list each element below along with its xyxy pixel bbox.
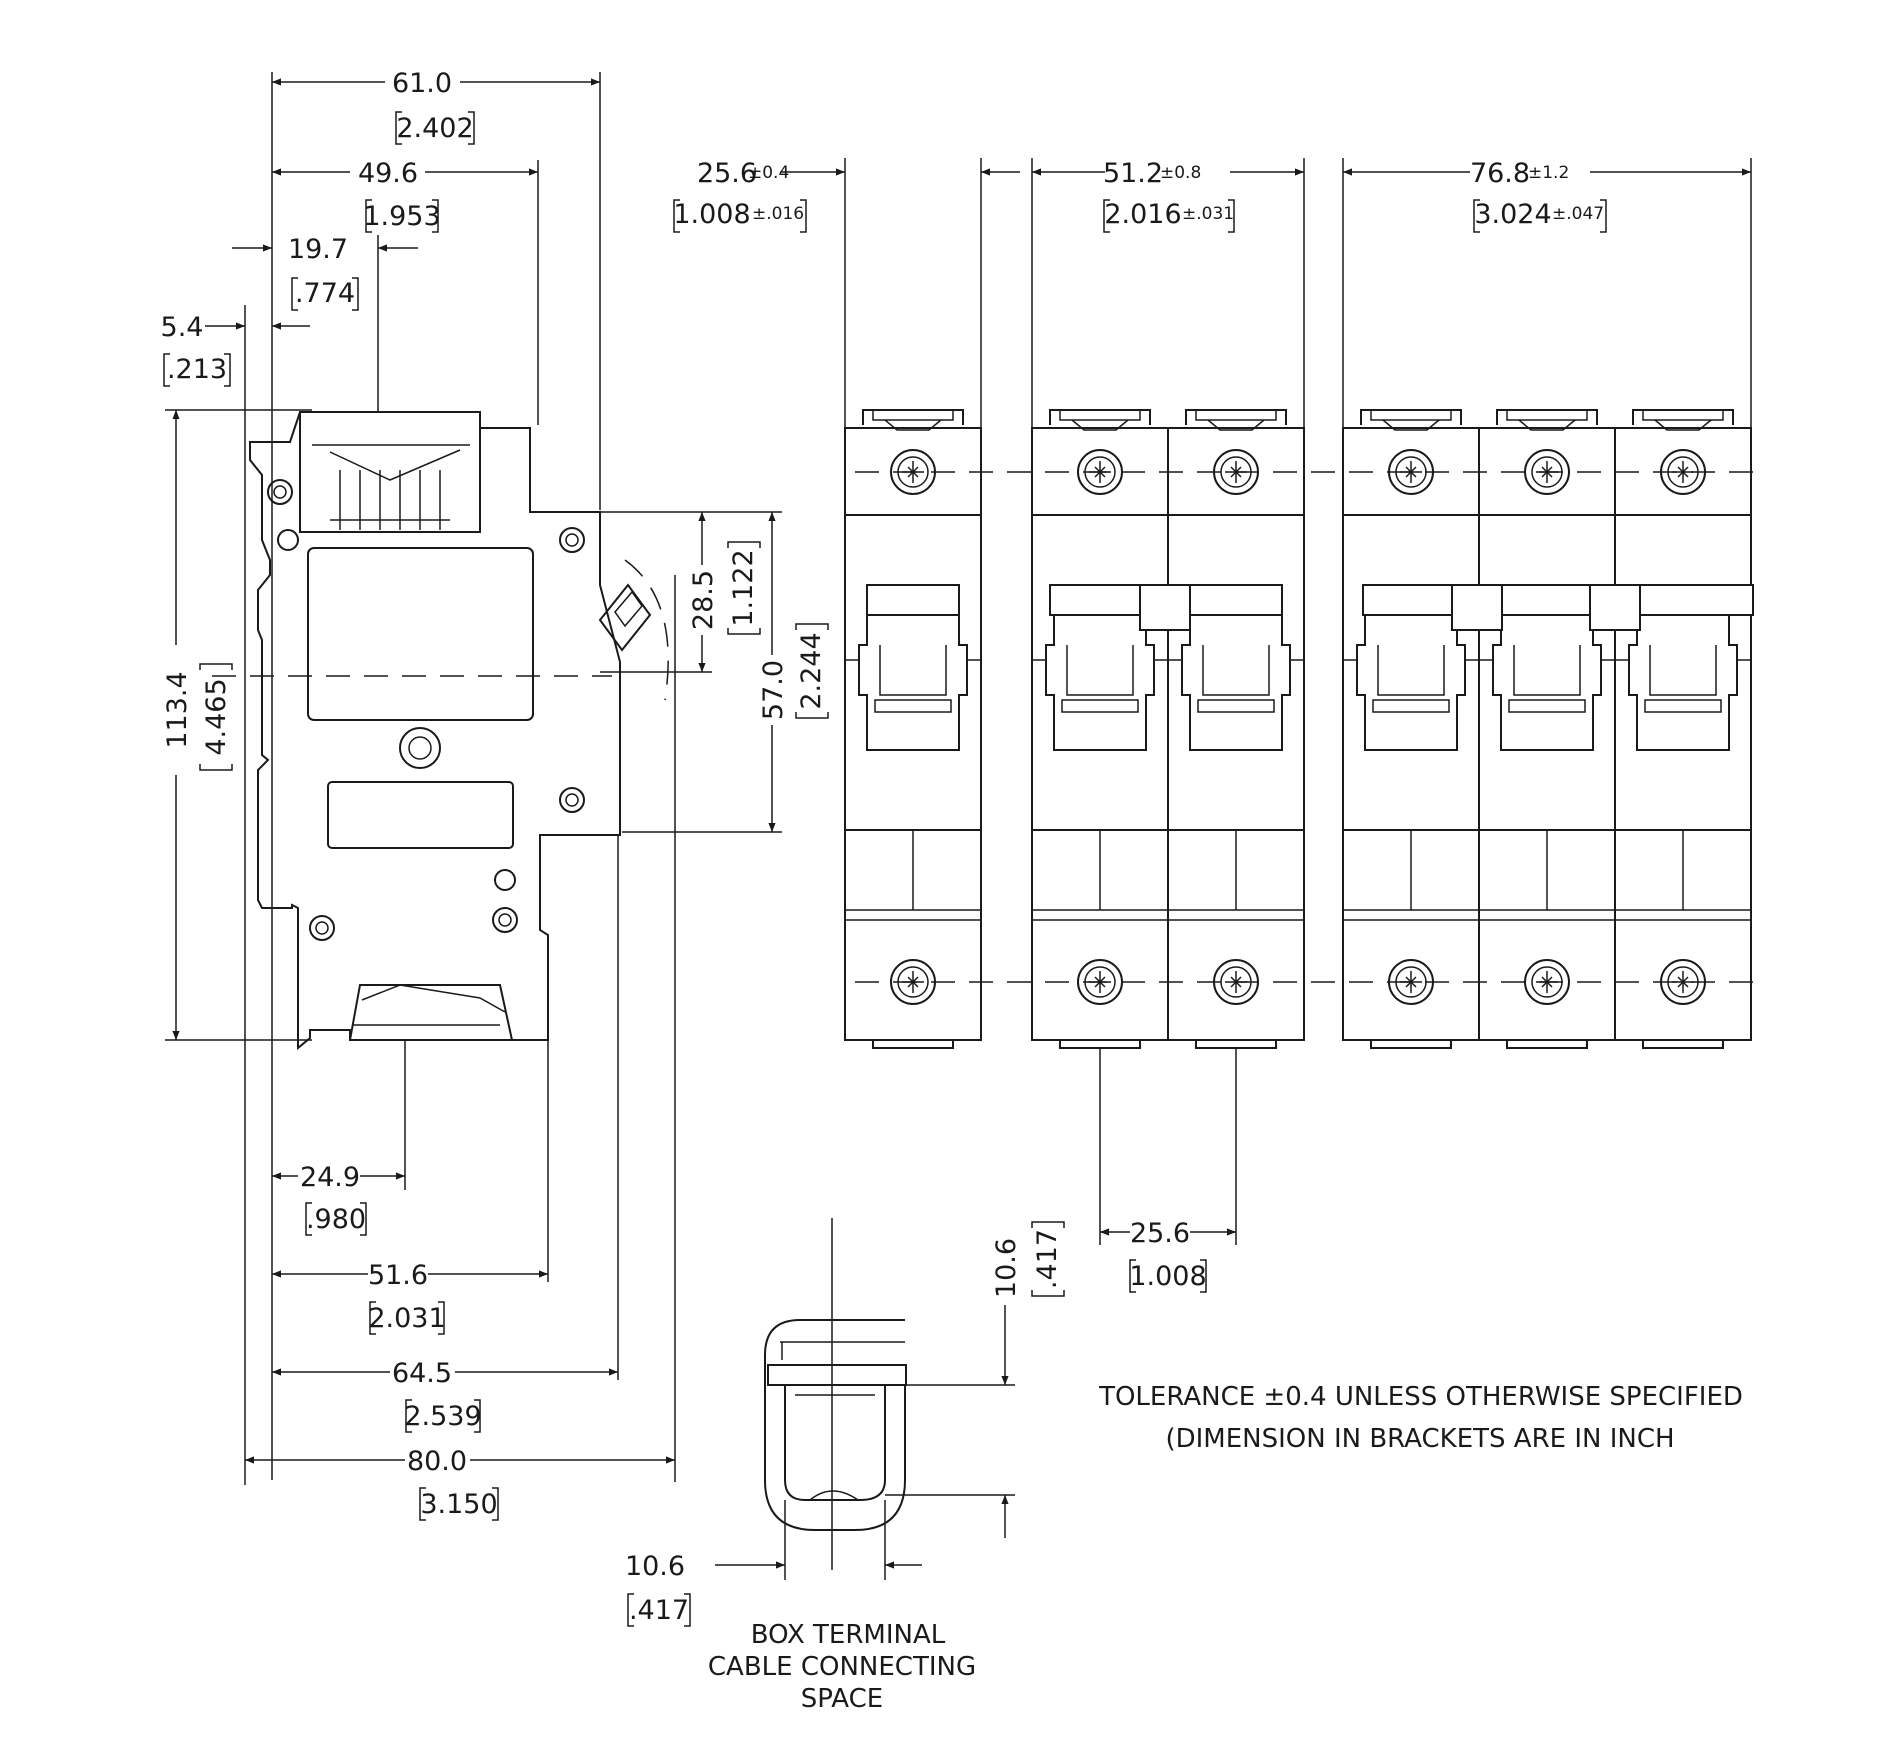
dim-3p-inch: 3.024 <box>1474 199 1551 230</box>
dim-1p-mm: 25.6 <box>697 158 757 189</box>
dim-box-width-mm: 10.6 <box>625 1551 685 1582</box>
dim-2p-mm-tol: ±0.8 <box>1160 163 1201 183</box>
dim-61-mm: 61.0 <box>392 68 452 99</box>
dim-1p-inch: 1.008 <box>673 199 750 230</box>
dim-113-mm: 113.4 <box>162 671 193 748</box>
dim-3p-mm: 76.8 <box>1470 158 1530 189</box>
dim-1p-mm-tol: ±0.4 <box>748 163 789 183</box>
dim-3p-inch-tol: ±.047 <box>1552 204 1604 224</box>
pole-3p <box>1342 409 1754 1049</box>
dim-2p-inch-tol: ±.031 <box>1182 204 1234 224</box>
dim-80-inch: 3.150 <box>420 1489 497 1520</box>
box-terminal: 10.6 .417 10.6 .417 BOX TERMINAL CABLE C… <box>625 1218 1065 1714</box>
box-terminal-caption-1: BOX TERMINAL <box>751 1620 946 1650</box>
pole-2p <box>1031 409 1305 1049</box>
dim-3p-mm-tol: ±1.2 <box>1528 163 1569 183</box>
pole-1p <box>844 409 982 1049</box>
dim-49-inch: 1.953 <box>363 201 440 232</box>
dim-5-inch: .213 <box>167 354 227 385</box>
dim-28-mm: 28.5 <box>688 570 719 630</box>
dim-64-inch: 2.539 <box>404 1401 481 1432</box>
dim-box-width-inch: .417 <box>629 1595 689 1626</box>
dim-57-mm: 57.0 <box>758 660 789 720</box>
dim-80-mm: 80.0 <box>407 1446 467 1477</box>
front-dimensions: 25.6 ±0.4 1.008 ±.016 51.2 ±0.8 2.016 ±.… <box>673 158 1752 1293</box>
dim-24-inch: .980 <box>306 1204 366 1235</box>
dim-pitch-inch: 1.008 <box>1129 1261 1206 1292</box>
dim-1p-inch-tol: ±.016 <box>752 204 804 224</box>
box-terminal-caption-3: SPACE <box>801 1684 883 1714</box>
dim-2p-inch: 2.016 <box>1104 199 1181 230</box>
dim-19-inch: .774 <box>295 278 355 309</box>
dim-2p-mm: 51.2 <box>1103 158 1163 189</box>
dim-box-height-mm: 10.6 <box>991 1238 1022 1298</box>
box-terminal-caption-2: CABLE CONNECTING <box>708 1652 976 1682</box>
dim-5-mm: 5.4 <box>161 312 204 343</box>
dim-64-mm: 64.5 <box>392 1358 452 1389</box>
front-view <box>844 409 1765 1049</box>
tolerance-note: TOLERANCE ±0.4 UNLESS OTHERWISE SPECIFIE… <box>1098 1382 1743 1412</box>
dim-51-inch: 2.031 <box>368 1303 445 1334</box>
dim-28-inch: 1.122 <box>728 549 759 626</box>
dim-19-mm: 19.7 <box>288 234 348 265</box>
dim-pitch-mm: 25.6 <box>1130 1218 1190 1249</box>
units-note: (DIMENSION IN BRACKETS ARE IN INCH <box>1165 1424 1674 1454</box>
side-dimensions: 61.0 2.402 49.6 1.953 19.7 .774 5.4 .213… <box>161 68 829 1521</box>
dim-51-mm: 51.6 <box>368 1260 428 1291</box>
dim-24-mm: 24.9 <box>300 1162 360 1193</box>
side-view <box>212 411 669 1051</box>
dim-57-inch: 2.244 <box>796 632 827 709</box>
dim-49-mm: 49.6 <box>358 158 418 189</box>
tolerance-notes: TOLERANCE ±0.4 UNLESS OTHERWISE SPECIFIE… <box>1098 1382 1743 1454</box>
dim-box-height-inch: .417 <box>1032 1229 1063 1289</box>
dim-113-inch: 4.465 <box>201 678 232 755</box>
dim-61-inch: 2.402 <box>396 113 473 144</box>
